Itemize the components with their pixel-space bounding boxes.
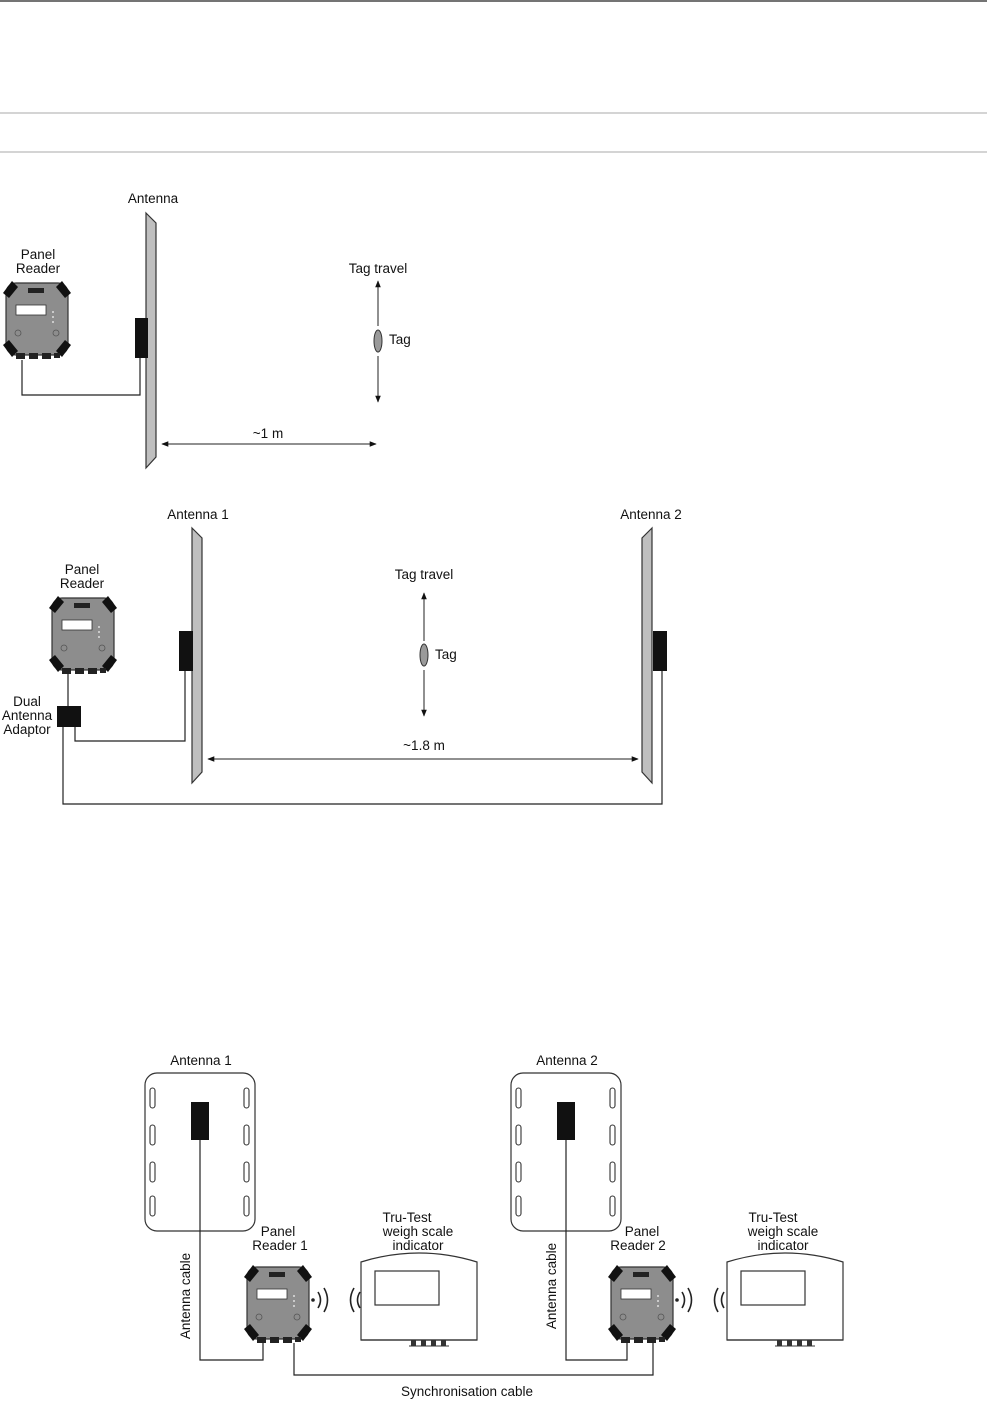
adaptor-label-line1: Dual xyxy=(13,694,41,709)
panel-reader-1 xyxy=(244,1265,312,1343)
wireless-waves-2 xyxy=(675,1288,731,1312)
weigh-scale-indicator-1 xyxy=(361,1253,477,1346)
antenna-label: Antenna xyxy=(128,191,179,206)
reader1-label-line2: Reader 1 xyxy=(252,1238,308,1253)
diagram-single-antenna: Antenna Panel Reader Tag travel Tag ~1 m xyxy=(3,191,411,468)
antenna2-connector xyxy=(653,631,667,671)
antenna1-cable xyxy=(75,671,185,741)
distance-label: ~1 m xyxy=(253,426,283,441)
indicator2-line3: indicator xyxy=(757,1238,809,1253)
sync-cable-label: Synchronisation cable xyxy=(401,1384,533,1399)
antenna1-label: Antenna 1 xyxy=(167,507,229,522)
reader2-label-line2: Reader 2 xyxy=(610,1238,666,1253)
dual-antenna-adaptor xyxy=(57,706,81,727)
sync-cable xyxy=(294,1343,653,1375)
indicator2-line2: weigh scale xyxy=(747,1224,819,1239)
panel-reader-2 xyxy=(608,1265,676,1343)
diagram-synchronised-readers: Antenna 1 Antenna cable Panel Reader 1 T… xyxy=(145,1053,843,1399)
antenna-connector xyxy=(135,318,148,358)
adaptor-label-line2: Antenna xyxy=(2,708,53,723)
reader-label-line1: Panel xyxy=(65,562,100,577)
adaptor-label-line3: Adaptor xyxy=(3,722,51,737)
antenna1-connector xyxy=(191,1102,209,1140)
distance-label: ~1.8 m xyxy=(403,738,445,753)
antenna2-cable xyxy=(63,671,662,804)
weigh-scale-indicator-2 xyxy=(727,1253,843,1346)
antenna1-connector xyxy=(179,631,193,671)
indicator1-line2: weigh scale xyxy=(382,1224,454,1239)
antenna1-cable-label: Antenna cable xyxy=(178,1253,193,1339)
panel-reader xyxy=(49,596,117,674)
reader2-label-line1: Panel xyxy=(625,1224,660,1239)
tag xyxy=(374,330,382,352)
indicator2-line1: Tru-Test xyxy=(748,1210,797,1225)
antenna1-panel xyxy=(192,528,202,783)
tag-label: Tag xyxy=(389,332,411,347)
tag-travel-label: Tag travel xyxy=(395,567,454,582)
tag-label: Tag xyxy=(435,647,457,662)
reader1-label-line1: Panel xyxy=(261,1224,296,1239)
reader-label-line2: Reader xyxy=(16,261,61,276)
antenna2-panel xyxy=(642,528,652,783)
antenna1-label: Antenna 1 xyxy=(170,1053,232,1068)
reader-label-line2: Reader xyxy=(60,576,105,591)
antenna2-connector xyxy=(557,1102,575,1140)
indicator1-line1: Tru-Test xyxy=(382,1210,431,1225)
tag-travel-label: Tag travel xyxy=(349,261,408,276)
antenna-cable xyxy=(22,358,140,395)
antenna2-label: Antenna 2 xyxy=(620,507,682,522)
tag xyxy=(420,644,428,666)
panel-reader xyxy=(3,281,71,359)
antenna2-cable-label: Antenna cable xyxy=(544,1243,559,1329)
reader-label-line1: Panel xyxy=(21,247,56,262)
diagram-dual-antenna: Antenna 1 Antenna 2 Panel Reader Dual An… xyxy=(2,507,682,804)
wireless-waves-1 xyxy=(311,1288,367,1312)
antenna2-label: Antenna 2 xyxy=(536,1053,598,1068)
indicator1-line3: indicator xyxy=(392,1238,444,1253)
